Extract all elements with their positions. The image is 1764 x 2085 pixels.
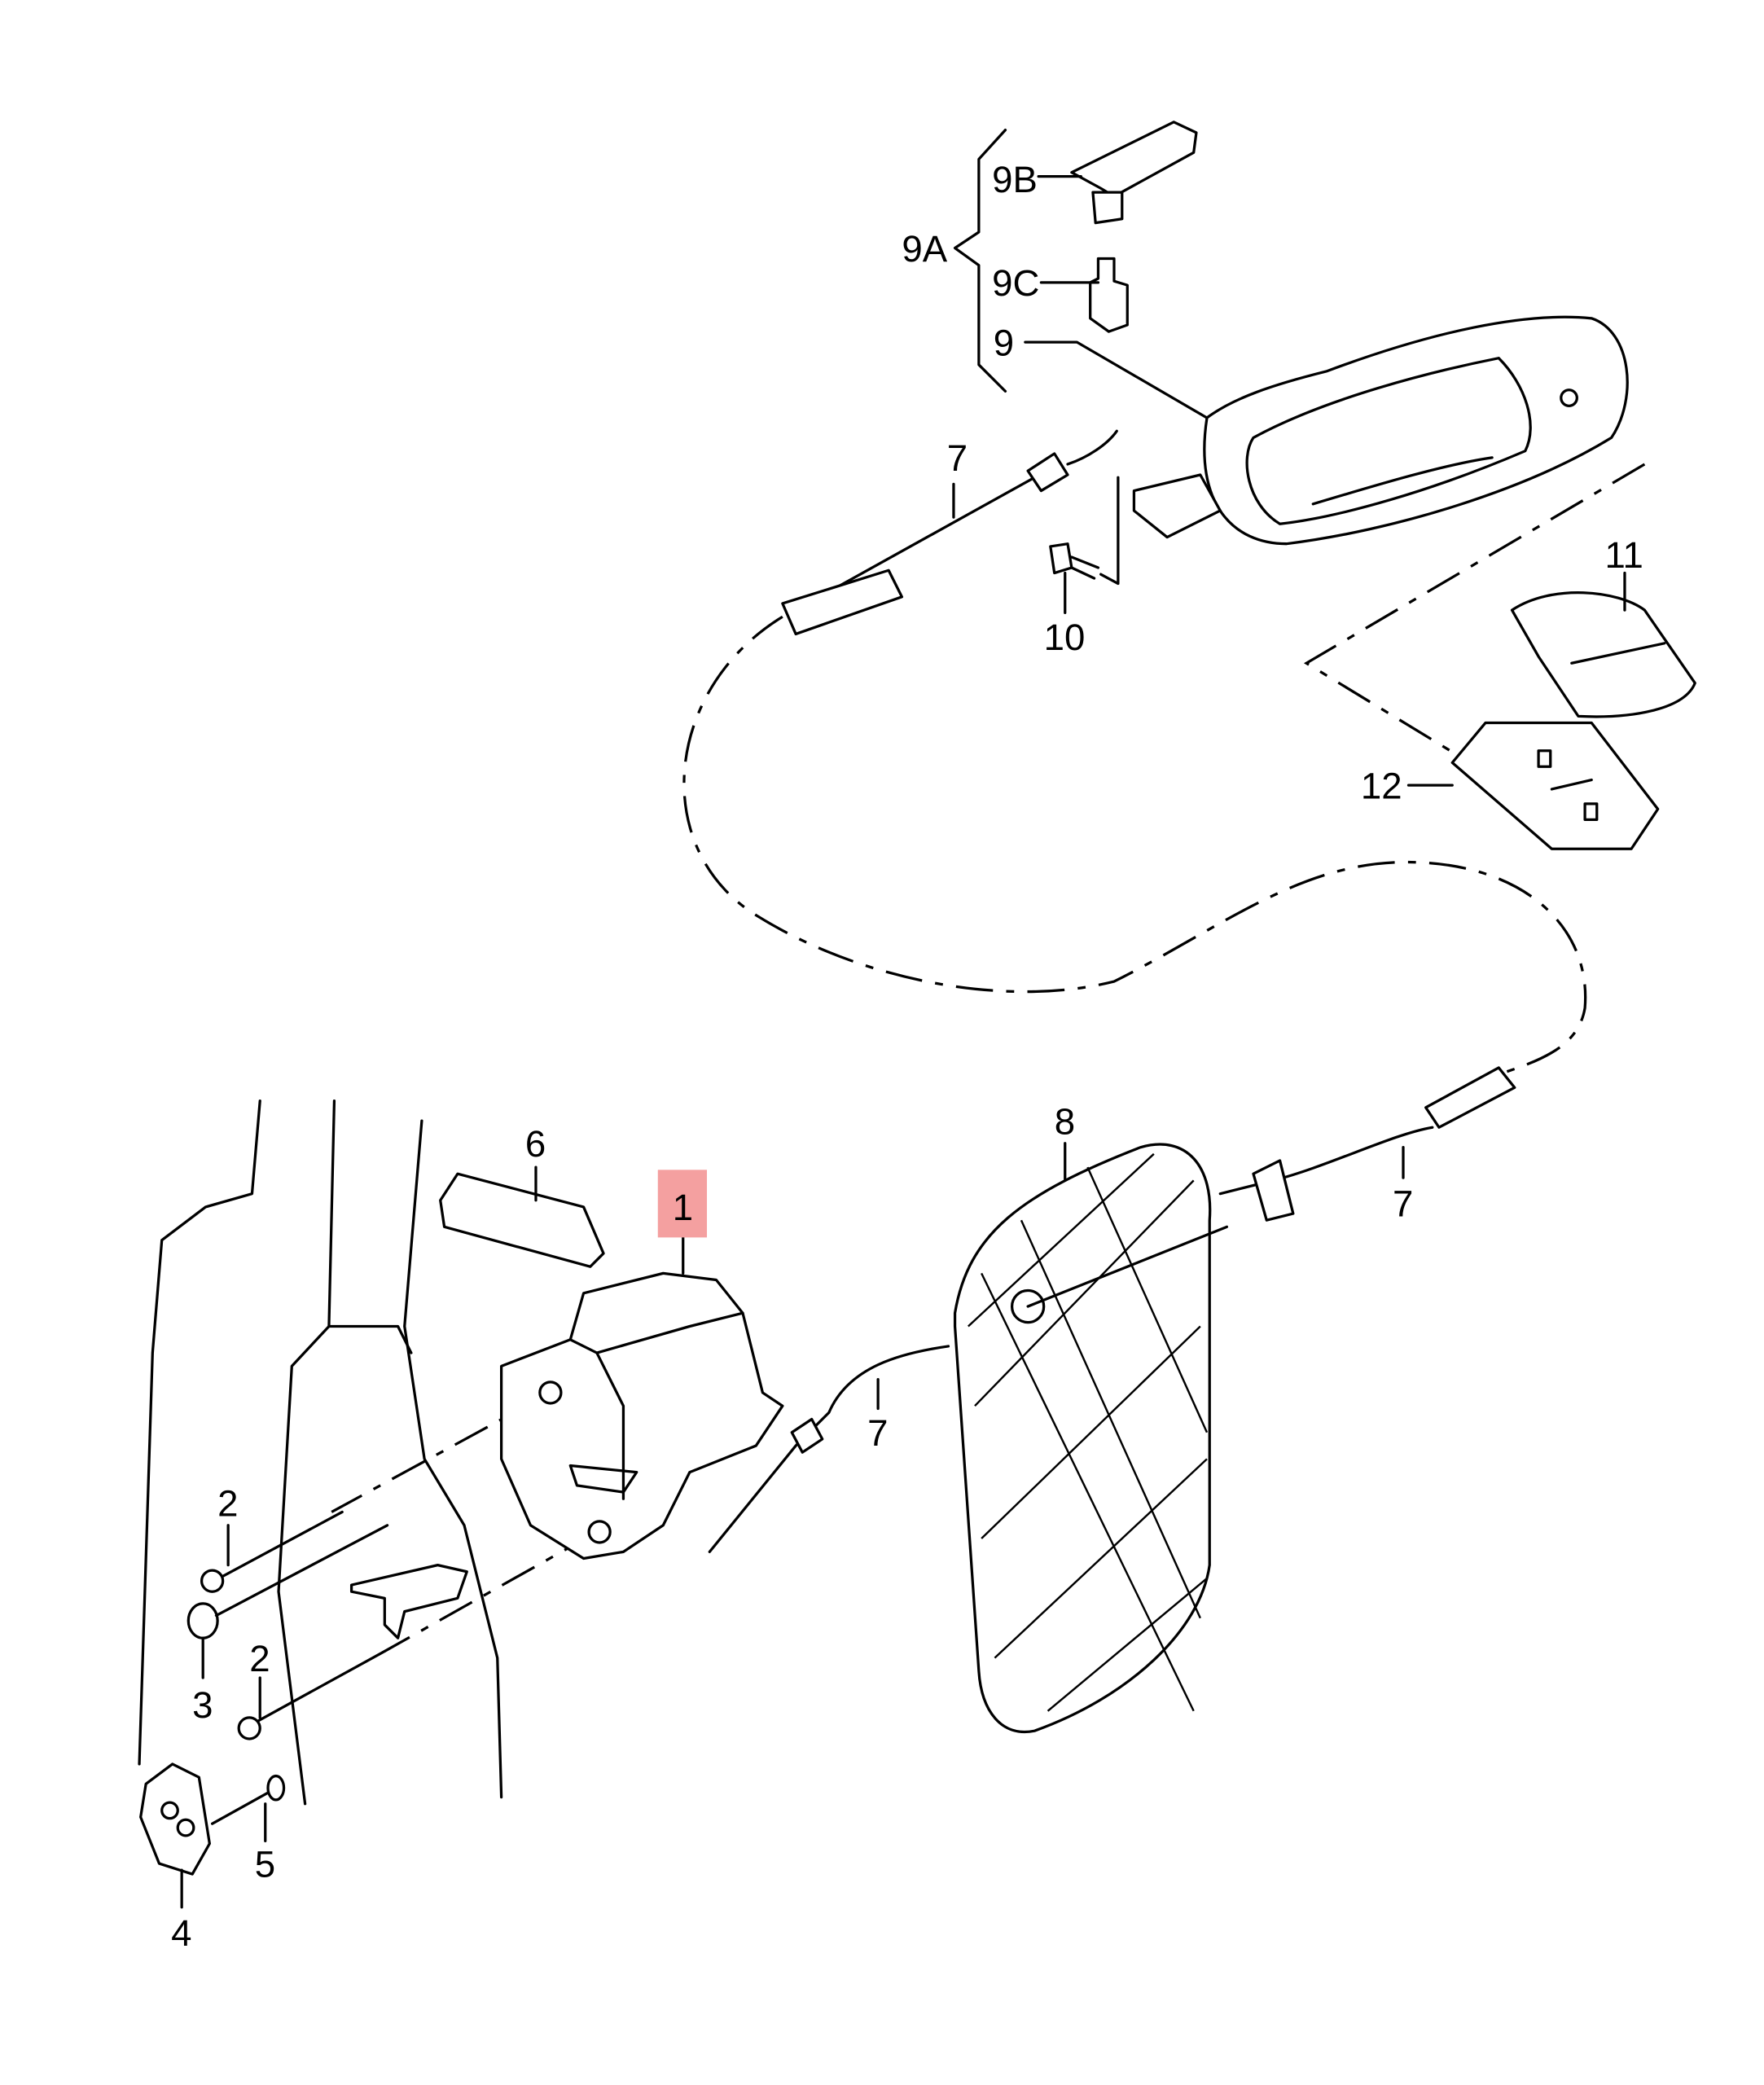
part-6-cover — [439, 1172, 605, 1268]
label-2-bottom[interactable]: 2 — [249, 1638, 270, 1679]
label-7-right[interactable]: 7 — [1393, 1183, 1413, 1224]
label-3[interactable]: 3 — [192, 1684, 213, 1726]
label-11[interactable]: 11 — [1605, 534, 1643, 576]
part-3-plug — [186, 1602, 219, 1639]
label-7-top[interactable]: 7 — [947, 437, 968, 479]
label-9[interactable]: 9 — [994, 322, 1014, 363]
handle-assembly-outline — [1303, 463, 1646, 757]
cable-route-upper — [682, 615, 1587, 1076]
label-1[interactable]: 1 — [673, 1187, 693, 1228]
highlight-box-part-1 — [657, 1170, 708, 1238]
label-4[interactable]: 4 — [171, 1912, 191, 1954]
label-5[interactable]: 5 — [255, 1843, 275, 1885]
label-2-top[interactable]: 2 — [217, 1482, 238, 1524]
label-9a[interactable]: 9A — [902, 228, 947, 270]
part-2-bolts — [200, 1510, 386, 1740]
label-7-mid[interactable]: 7 — [867, 1412, 888, 1454]
part-4-striker — [139, 1762, 211, 1876]
part-10-screw — [1049, 476, 1120, 586]
label-10[interactable]: 10 — [1044, 617, 1086, 658]
part-1-door-lock — [499, 1271, 784, 1560]
leader-lines — [180, 174, 1626, 1909]
part-12-lock-switch — [1450, 721, 1660, 850]
part-7-cable-upper — [781, 429, 1118, 636]
part-11-cover — [1510, 591, 1696, 718]
part-5-screw — [210, 1774, 286, 1825]
label-8[interactable]: 8 — [1055, 1100, 1075, 1142]
label-12[interactable]: 12 — [1361, 765, 1402, 806]
part-8-insulation-panel — [953, 1143, 1229, 1734]
label-6[interactable]: 6 — [525, 1123, 546, 1165]
door-frame — [138, 1100, 503, 1806]
part-7-cable-lower — [708, 1345, 950, 1553]
part-9-handle — [953, 121, 1629, 546]
label-9b[interactable]: 9B — [992, 159, 1038, 200]
lock-mount-line-upper — [331, 1391, 551, 1513]
label-9c[interactable]: 9C — [992, 262, 1039, 304]
